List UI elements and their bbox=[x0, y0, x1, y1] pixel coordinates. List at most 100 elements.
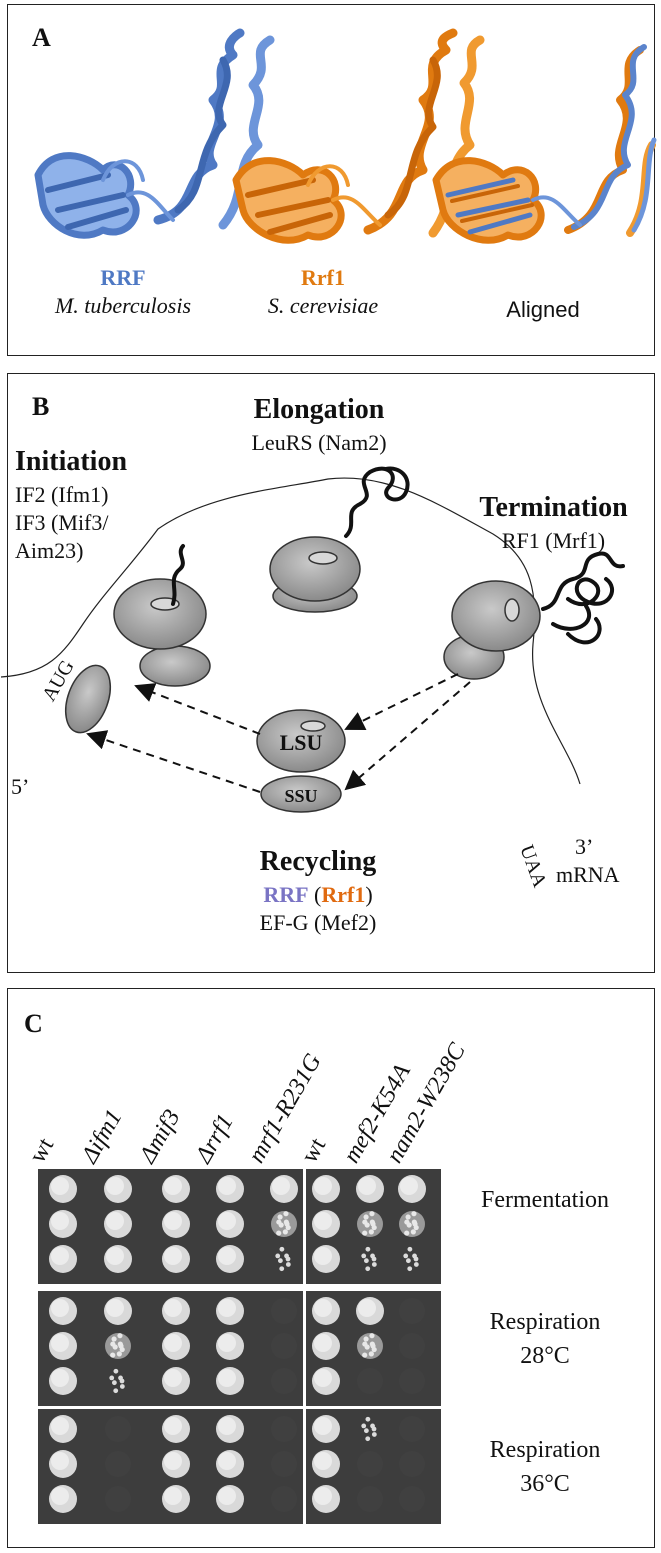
colony-spot bbox=[361, 1416, 377, 1442]
colony-spot bbox=[271, 1298, 297, 1324]
panel-a-label: A bbox=[32, 23, 51, 52]
colony-spot bbox=[356, 1297, 384, 1325]
colony-spot bbox=[312, 1450, 340, 1478]
condition-2-line2: 28°C bbox=[520, 1343, 570, 1369]
colony-spot bbox=[216, 1450, 244, 1478]
colony-spot bbox=[399, 1333, 425, 1359]
free-ssu bbox=[260, 775, 342, 813]
condition-3-line1: Respiration bbox=[489, 1437, 601, 1463]
colony-spot bbox=[105, 1333, 131, 1359]
initiation-ribosome bbox=[113, 578, 211, 687]
colony-spot bbox=[357, 1333, 383, 1359]
elongation-title: Elongation bbox=[253, 394, 385, 425]
colony-spot bbox=[49, 1297, 77, 1325]
colony-spot bbox=[361, 1246, 377, 1272]
colony-spot bbox=[271, 1211, 297, 1237]
colony-spot bbox=[49, 1367, 77, 1395]
initiation-factor-1: IF2 (Ifm1) bbox=[15, 482, 109, 507]
rrf1-name: Rrf1 bbox=[301, 265, 345, 290]
colony-spot bbox=[399, 1298, 425, 1324]
condition-3-line2: 36°C bbox=[520, 1471, 570, 1497]
spot-assay-plates bbox=[38, 1169, 441, 1524]
colony-spot bbox=[216, 1297, 244, 1325]
elongation-ribosome bbox=[269, 536, 361, 613]
colony-spot bbox=[162, 1485, 190, 1513]
three-prime-label: 3’ bbox=[575, 834, 594, 859]
colony-spot bbox=[399, 1368, 425, 1394]
colony-spot bbox=[104, 1245, 132, 1273]
colony-spot bbox=[49, 1332, 77, 1360]
colony-spot bbox=[399, 1211, 425, 1237]
initiation-factor-3: Aim23) bbox=[15, 538, 84, 563]
panel-a: A bbox=[7, 4, 657, 356]
colony-spot bbox=[312, 1485, 340, 1513]
colony-spot bbox=[312, 1175, 340, 1203]
colony-spot bbox=[356, 1175, 384, 1203]
colony-spot bbox=[162, 1297, 190, 1325]
ssu-on-mrna bbox=[64, 664, 112, 734]
colony-spot bbox=[357, 1368, 383, 1394]
protein-structures bbox=[34, 28, 657, 244]
panel-c: C wt Δifm1 Δmif3 Δrrf1 mrf1-R231G wt mef… bbox=[7, 988, 655, 1548]
five-prime-label: 5’ bbox=[11, 774, 30, 799]
termination-factor: RF1 (Mrf1) bbox=[501, 528, 606, 553]
lsu-groove bbox=[300, 720, 326, 732]
colony-spot bbox=[49, 1210, 77, 1238]
colony-spot bbox=[271, 1451, 297, 1477]
colony-spot bbox=[403, 1246, 419, 1272]
colony-spot bbox=[49, 1415, 77, 1443]
colony-spot bbox=[49, 1485, 77, 1513]
elongation-factor: LeuRS (Nam2) bbox=[251, 430, 387, 455]
rrf-factor: RRF bbox=[263, 882, 309, 907]
recycling-title: Recycling bbox=[259, 846, 377, 877]
colony-spot bbox=[271, 1333, 297, 1359]
colony-spot bbox=[49, 1175, 77, 1203]
rrf-structure bbox=[34, 28, 275, 239]
colony-spot bbox=[216, 1210, 244, 1238]
colony-spot bbox=[271, 1486, 297, 1512]
colony-spot bbox=[216, 1332, 244, 1360]
colony-spot bbox=[109, 1368, 125, 1394]
ssu-label: SSU bbox=[284, 786, 318, 806]
colony-spot bbox=[49, 1450, 77, 1478]
colony-spot bbox=[105, 1416, 131, 1442]
colony-spot bbox=[399, 1486, 425, 1512]
panel-b-label: B bbox=[32, 392, 50, 421]
colony-spot bbox=[399, 1416, 425, 1442]
initiation-factor-2: IF3 (Mif3/ bbox=[15, 510, 109, 535]
colony-spot bbox=[275, 1246, 291, 1272]
colony-spot bbox=[105, 1486, 131, 1512]
colony-spot bbox=[105, 1451, 131, 1477]
colony-spot bbox=[271, 1416, 297, 1442]
colony-spot bbox=[398, 1175, 426, 1203]
colony-spot bbox=[357, 1211, 383, 1237]
recycling-factors-line: RRF (Rrf1) bbox=[208, 882, 428, 908]
rrf-close-paren: ) bbox=[365, 882, 373, 907]
aligned-structure bbox=[432, 44, 657, 244]
colony-spot bbox=[162, 1367, 190, 1395]
colony-spot bbox=[216, 1415, 244, 1443]
colony-spot bbox=[357, 1486, 383, 1512]
mrna-strand bbox=[0, 477, 581, 785]
colony-spot bbox=[162, 1450, 190, 1478]
condition-2-line1: Respiration bbox=[489, 1309, 601, 1335]
colony-spot bbox=[270, 1175, 298, 1203]
rrf-open-paren: ( bbox=[308, 882, 322, 907]
colony-spot bbox=[271, 1368, 297, 1394]
colony-spot bbox=[312, 1415, 340, 1443]
aligned-label: Aligned bbox=[506, 297, 580, 322]
colony-spot bbox=[312, 1297, 340, 1325]
rrf-name: RRF bbox=[100, 265, 146, 290]
panel-c-label: C bbox=[24, 1009, 43, 1038]
rrf1-species: S. cerevisiae bbox=[267, 293, 379, 318]
colony-spot bbox=[216, 1367, 244, 1395]
rrf1-factor: Rrf1 bbox=[321, 882, 366, 907]
colony-spot bbox=[104, 1175, 132, 1203]
colony-spot bbox=[162, 1332, 190, 1360]
recycling-arrows bbox=[86, 673, 471, 793]
colony-spot bbox=[162, 1175, 190, 1203]
colony-spot bbox=[216, 1245, 244, 1273]
colony-spot bbox=[357, 1451, 383, 1477]
colony-spot bbox=[162, 1210, 190, 1238]
condition-1-label: Fermentation bbox=[481, 1187, 609, 1213]
